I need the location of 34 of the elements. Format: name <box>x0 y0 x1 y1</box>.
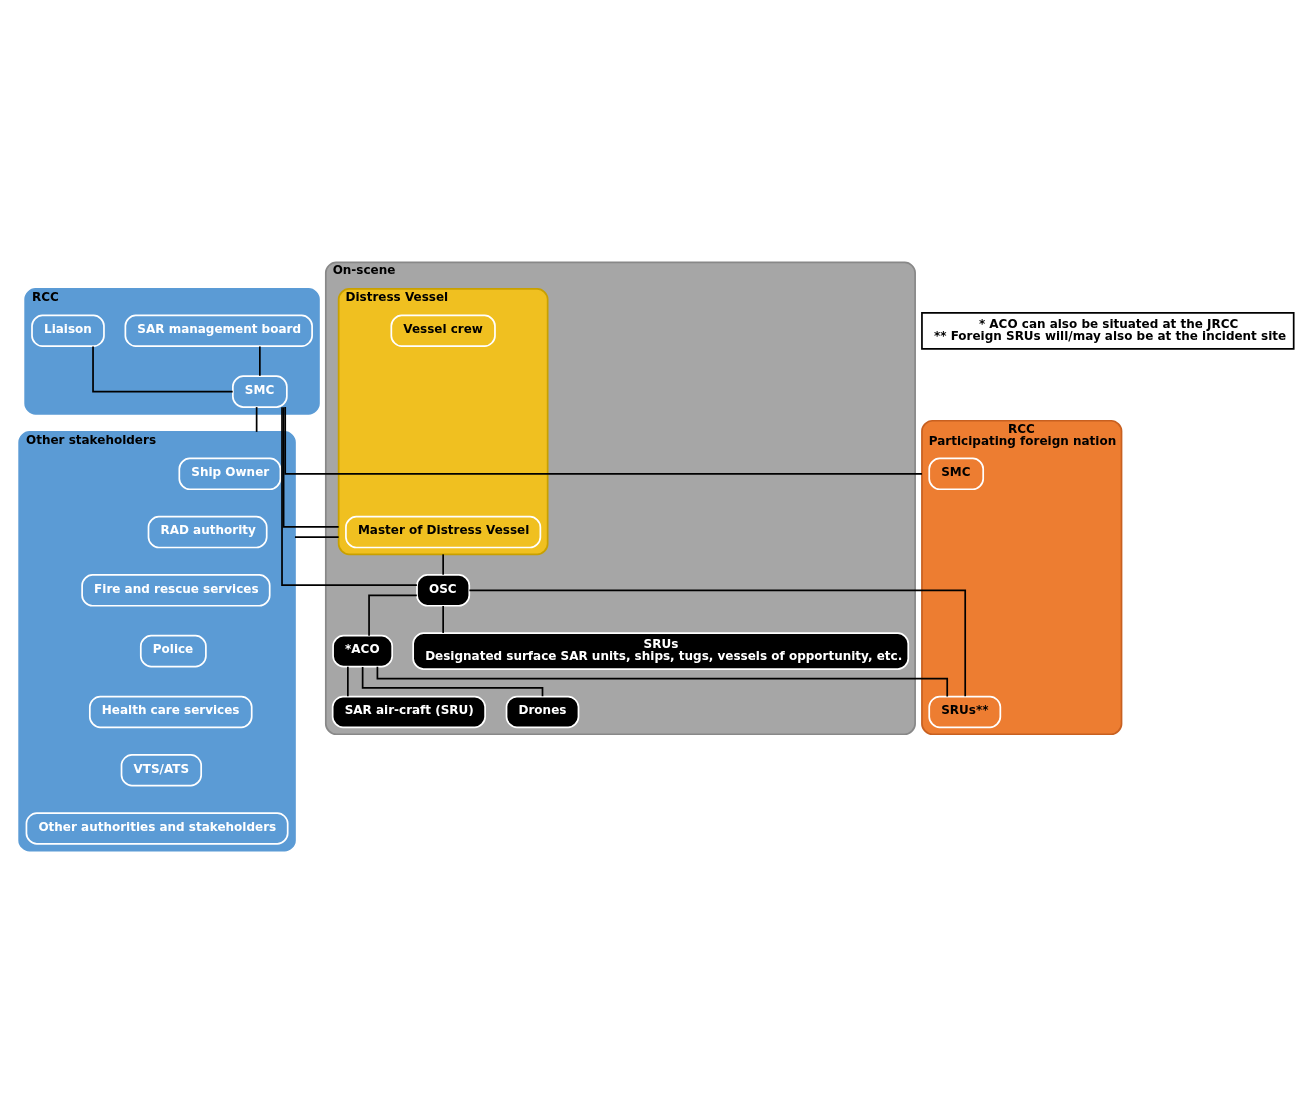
node-box: * ACO can also be situated at the JRCC ** Foreign SRUs will/may also be at the incident site <box>921 311 1295 350</box>
node-box: VTS/ATS <box>120 753 203 787</box>
node-box: Vessel crew <box>390 314 496 348</box>
node-box: Police <box>139 634 207 668</box>
connector <box>347 665 349 697</box>
connector <box>468 589 967 698</box>
node-box: Master of Distress Vessel <box>345 515 542 549</box>
node-box: OSC <box>416 574 471 607</box>
connector <box>255 406 258 433</box>
node-box: Health care services <box>88 695 253 729</box>
connector <box>442 553 444 576</box>
node-box: RAD authority <box>147 515 268 549</box>
connector <box>442 605 444 634</box>
node-box: *ACO <box>332 634 394 668</box>
node-box: SMC <box>928 457 985 491</box>
connector <box>294 536 340 539</box>
connector <box>376 665 949 698</box>
connector <box>92 345 234 393</box>
node-box: Liaison <box>31 314 105 348</box>
node-box: SMC <box>232 375 288 408</box>
connector <box>361 666 544 698</box>
node-box: Other authorities and stakeholders <box>25 812 289 845</box>
node-box: SRUs** <box>928 695 1002 729</box>
connector <box>282 406 340 528</box>
node-box: Ship Owner <box>178 457 282 491</box>
node-box: Fire and rescue services <box>81 574 271 607</box>
connector <box>281 406 418 587</box>
connector <box>368 594 418 637</box>
connector <box>284 406 923 475</box>
node-box: SAR management board <box>124 314 313 348</box>
node-box: Drones <box>505 695 580 729</box>
node-box: SRUs Designated surface SAR units, ships, tugs, vessels of opportunity, etc. <box>412 632 910 670</box>
node-box: SAR air-craft (SRU) <box>331 695 486 729</box>
connector <box>259 345 261 377</box>
